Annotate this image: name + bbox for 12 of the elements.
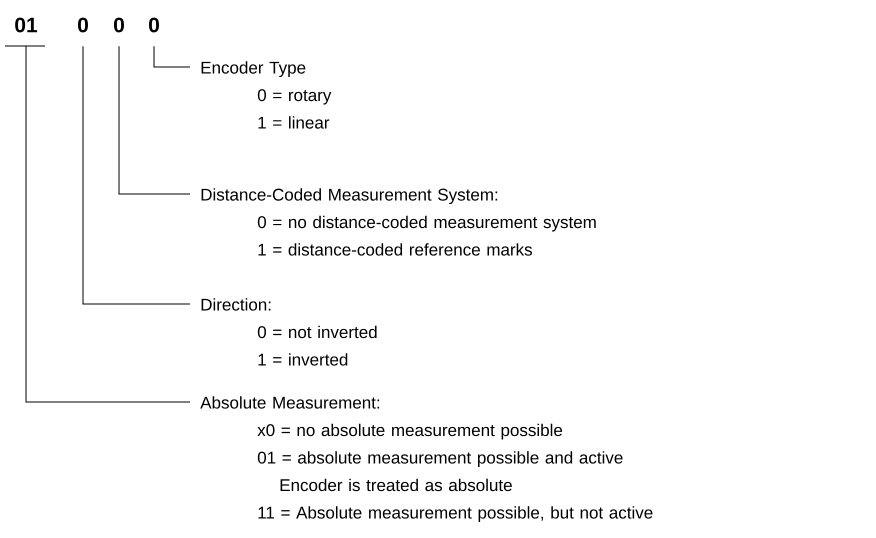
code-digit: 0 xyxy=(149,18,159,32)
connector-line xyxy=(82,46,190,304)
description-text: Direction: 0 = not inverted 1 = inverted xyxy=(202,298,377,366)
code-digit: 0 xyxy=(114,18,124,32)
connector-line xyxy=(154,46,190,68)
code-digit: 01 xyxy=(15,18,38,32)
description-text: Distance-Coded Measurement System: 0 = no distance-coded measurement system 1 = distance-coded reference marks xyxy=(202,188,596,256)
connector-line xyxy=(26,46,190,402)
description-text: Absolute Measurement: x0 = no absolute measurement possible 01 = absolute measurement possible and active Encoder is treated as absolute 11 = Absolute measurement possible, but not active xyxy=(200,396,652,522)
code-digit: 0 xyxy=(78,18,88,32)
connector-line xyxy=(118,46,190,194)
description-text: Encoder Type 0 = rotary 1 = linear xyxy=(202,61,332,129)
